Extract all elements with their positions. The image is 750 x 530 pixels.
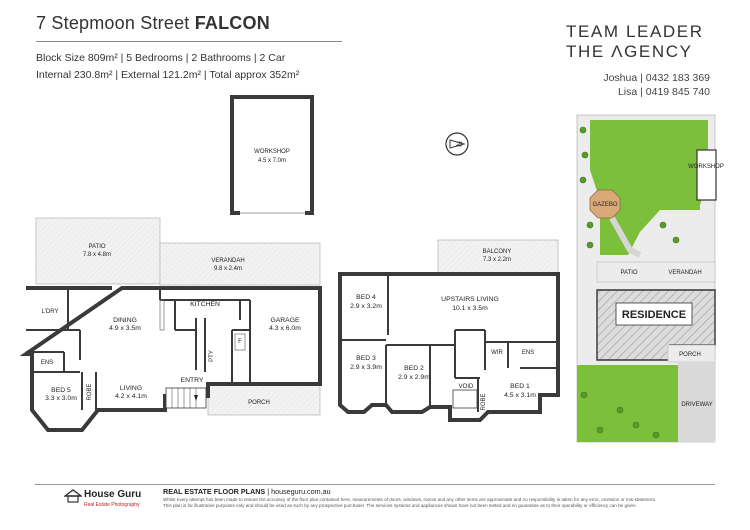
void-label: VOID	[459, 384, 474, 390]
suburb: FALCON	[194, 13, 270, 33]
bed2-dims: 2.9 x 2.9m	[398, 374, 430, 381]
patio-label: PATIO	[88, 244, 105, 250]
bed3-dims: 2.9 x 3.9m	[350, 364, 382, 371]
upstairs-living-label: UPSTAIRS LIVING	[441, 296, 499, 303]
disclaimer: Whilst every attempt has been made to en…	[163, 497, 723, 509]
robe-upstairs-label: ROBE	[481, 393, 487, 410]
bed5-label: BED 5	[51, 387, 71, 394]
bed2-label: BED 2	[404, 365, 424, 372]
compass-letter: N	[455, 141, 464, 147]
balcony-label: BALCONY	[483, 249, 512, 255]
brand-subtitle: Real Estate Photography	[84, 502, 140, 508]
entry-label: ENTRY	[181, 377, 204, 384]
bed3-label: BED 3	[356, 355, 376, 362]
bed5-dims: 3.3 x 3.0m	[45, 395, 77, 402]
footer-heading-rest: | houseguru.com.au	[265, 487, 331, 496]
site-driveway-label: DRIVEWAY	[681, 402, 712, 408]
fridge-label: F	[238, 339, 242, 345]
contact-lisa: Lisa | 0419 845 740	[617, 86, 710, 98]
dining-label: DINING	[113, 317, 137, 324]
living-label: LIVING	[120, 385, 142, 392]
patio-dims: 7.8 x 4.8m	[83, 252, 111, 258]
house-logo-icon	[64, 489, 82, 503]
garage-label: GARAGE	[270, 317, 300, 324]
floor-plan-drawing: WORKSHOP 4.5 x 7.0m N PATIO 7.8 x 4.8m V…	[19, 95, 724, 443]
brand-name: House Guru	[84, 489, 142, 500]
compass-icon: N	[445, 132, 469, 156]
tree-icon	[580, 391, 660, 439]
laundry-label: L'DRY	[41, 309, 58, 315]
site-gazebo-label: GAZEBO	[592, 202, 617, 208]
spec-line-2: Internal 230.8m² | External 121.2m² | To…	[36, 69, 300, 81]
verandah-label: VERANDAH	[211, 258, 244, 264]
disclaimer-line-1: Whilst every attempt has been made to en…	[163, 497, 657, 502]
site-residence-label: RESIDENCE	[622, 309, 686, 321]
kitchen-label: KITCHEN	[190, 301, 220, 308]
upper-floor-plan: BALCONY 7.3 x 2.2m BED 4 2.9 x 3.2m UPST…	[338, 239, 560, 422]
bed1-dims: 4.5 x 3.1m	[504, 392, 536, 399]
verandah-dims: 9.8 x 2.4m	[214, 266, 242, 272]
site-plan: WORKSHOP GAZEBO PATIO VERANDAH RESIDENCE…	[576, 114, 724, 443]
garage-dims: 4.3 x 6.0m	[269, 325, 301, 332]
pantry-label: PTY	[209, 350, 215, 362]
ground-stairs	[165, 387, 207, 409]
footer-heading-bold: REAL ESTATE FLOOR PLANS	[163, 487, 266, 496]
ensuite-label: ENS	[41, 360, 53, 366]
balcony-dims: 7.3 x 2.2m	[483, 257, 511, 263]
property-title: 7 Stepmoon Street FALCON	[36, 13, 270, 34]
upstairs-living-dims: 10.1 x 3.5m	[452, 305, 488, 312]
site-porch-label: PORCH	[679, 352, 701, 358]
bed4-label: BED 4	[356, 294, 376, 301]
workshop-dims: 4.5 x 7.0m	[258, 158, 286, 164]
site-verandah-label: VERANDAH	[668, 270, 701, 276]
spec-line-1: Block Size 809m² | 5 Bedrooms | 2 Bathro…	[36, 52, 286, 64]
bed4-dims: 2.9 x 3.2m	[350, 303, 382, 310]
disclaimer-line-2: This plan is for illustrative purposes o…	[163, 503, 637, 509]
workshop-label: WORKSHOP	[254, 149, 290, 155]
tree-icon	[579, 126, 680, 249]
workshop-building: WORKSHOP 4.5 x 7.0m	[230, 95, 314, 215]
ensuite-upstairs-label: ENS	[522, 350, 534, 356]
dining-dims: 4.9 x 3.5m	[109, 325, 141, 332]
agency-logo-text: THE ΛGENCY	[566, 42, 693, 61]
site-workshop-label: WORKSHOP	[688, 164, 724, 170]
wir-label: WIR	[491, 350, 503, 356]
title-divider	[36, 41, 342, 42]
living-dims: 4.2 x 4.1m	[115, 393, 147, 400]
street-address: 7 Stepmoon Street	[36, 13, 190, 33]
bed1-label: BED 1	[510, 383, 530, 390]
porch-label: PORCH	[248, 400, 270, 406]
footer-divider	[35, 484, 715, 485]
robe-label: ROBE	[87, 383, 93, 400]
ground-floor-plan: PATIO 7.8 x 4.8m VERANDAH 9.8 x 2.4m POR…	[19, 217, 322, 432]
agency-team-leader: TEAM LEADER	[566, 22, 704, 41]
site-patio-label: PATIO	[620, 270, 637, 276]
contact-joshua: Joshua | 0432 183 369	[603, 72, 710, 84]
footer-heading: REAL ESTATE FLOOR PLANS | houseguru.com.…	[163, 487, 331, 496]
